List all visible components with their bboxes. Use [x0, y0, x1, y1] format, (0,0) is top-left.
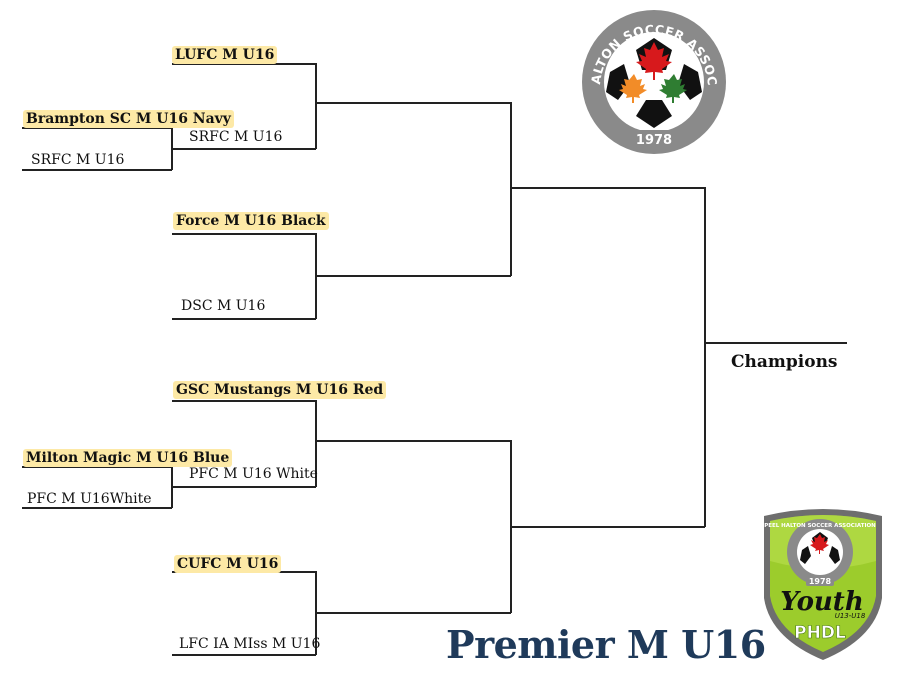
champions-label: Champions: [731, 352, 838, 372]
bracket-line: [315, 400, 317, 487]
bracket-line: [315, 233, 317, 319]
bracket-line: [511, 187, 705, 189]
bracket-line: [172, 148, 316, 150]
bracket-line: [172, 400, 316, 402]
bracket-line: [172, 318, 316, 320]
team-gsc: GSC Mustangs M U16 Red: [173, 381, 387, 399]
team-force: Force M U16 Black: [173, 212, 329, 230]
page-title: Premier M U16: [446, 622, 766, 667]
bracket-line: [316, 275, 511, 277]
bracket-line: [511, 526, 705, 528]
team-srfc-advanced: SRFC M U16: [189, 129, 283, 145]
team-dsc: DSC M U16: [181, 298, 266, 314]
champion-line: [705, 342, 847, 344]
association-year: 1978: [636, 133, 672, 148]
bracket-line: [315, 571, 317, 655]
bracket-line: [171, 466, 173, 508]
bracket-line: [704, 187, 706, 527]
team-srfc: SRFC M U16: [31, 152, 125, 168]
bracket-line: [316, 612, 511, 614]
bracket-line: [172, 233, 316, 235]
association-logo: PEEL HALTON SOCCER ASSOCIATION 1978: [580, 8, 726, 154]
maple-leaf-icon: [810, 534, 829, 554]
bracket-line: [316, 102, 511, 104]
bracket-line: [22, 507, 172, 509]
maple-leaf-icon: [619, 42, 687, 103]
youth-ring-text: PEEL HALTON SOCCER ASSOCIATION: [764, 523, 876, 529]
youth-year: 1978: [809, 577, 832, 586]
bracket-line: [510, 440, 512, 613]
youth-word: Youth: [780, 587, 863, 617]
team-cufc: CUFC M U16: [174, 555, 282, 573]
team-lfc: LFC IA MIss M U16: [179, 636, 321, 652]
team-pfc-advanced: PFC M U16 White: [189, 466, 318, 482]
team-lufc: LUFC M U16: [172, 46, 278, 64]
bracket-line: [172, 486, 316, 488]
youth-ages: U13-U18: [835, 612, 866, 620]
youth-badge: PHDL: [794, 623, 846, 643]
youth-phdl-logo: PEEL HALTON SOCCER ASSOCIATION 1978 Yout…: [764, 509, 882, 660]
bracket-line: [171, 127, 173, 170]
bracket-line: [172, 654, 316, 656]
bracket-line: [510, 102, 512, 276]
bracket-line: [315, 63, 317, 149]
team-milton: Milton Magic M U16 Blue: [23, 449, 233, 467]
team-pfc: PFC M U16White: [27, 491, 152, 507]
team-brampton: Brampton SC M U16 Navy: [23, 110, 234, 128]
bracket-line: [316, 440, 511, 442]
bracket-line: [22, 169, 172, 171]
